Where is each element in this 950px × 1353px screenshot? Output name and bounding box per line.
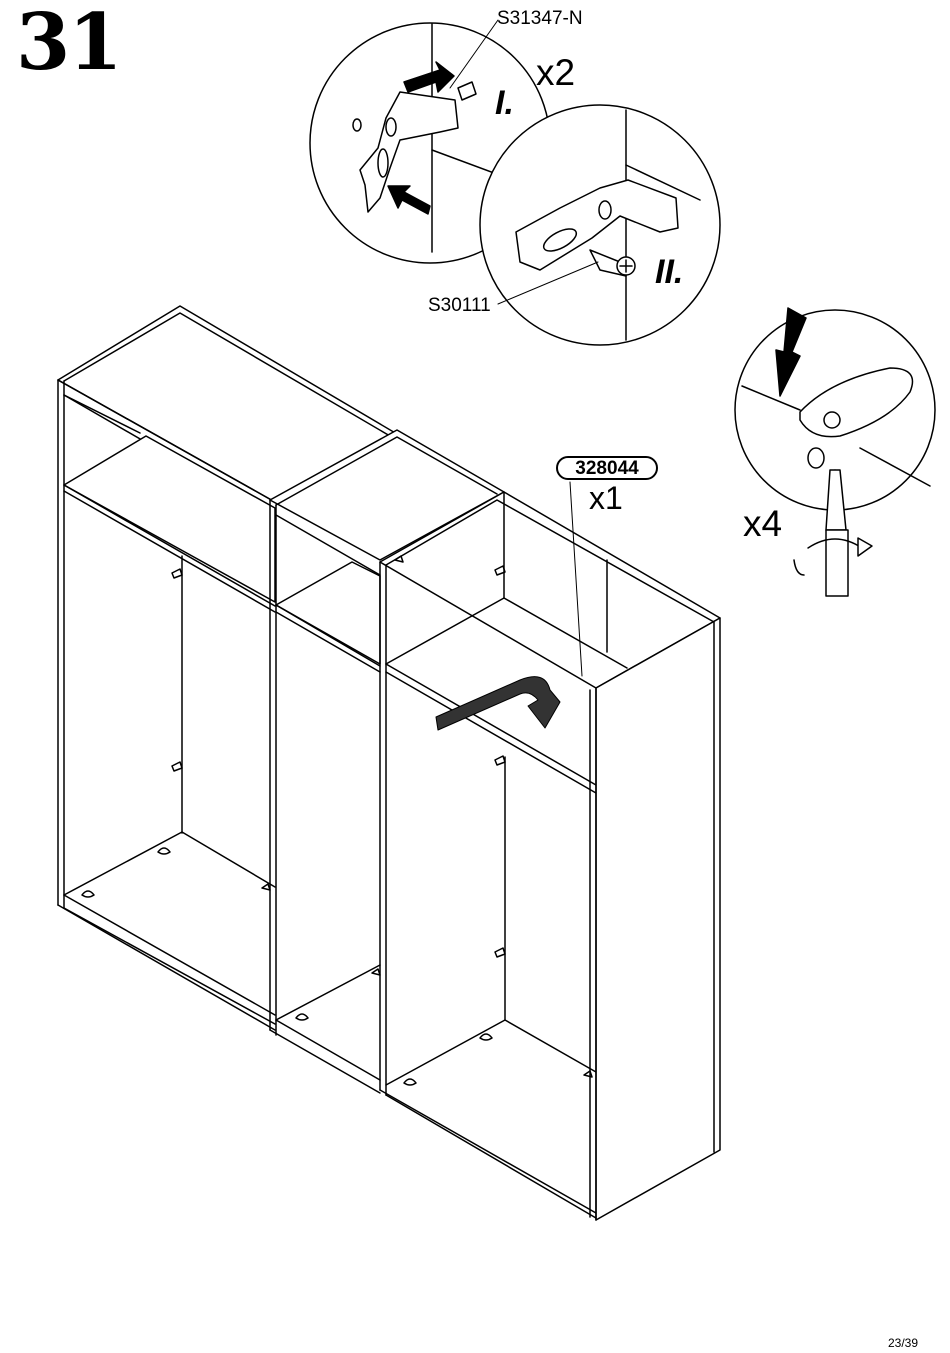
- page-number: 23/39: [888, 1337, 918, 1349]
- part-code-bracket: S31347-N: [497, 9, 583, 28]
- wardrobe-right-module: [380, 492, 720, 1220]
- part-code-screw: S30111: [428, 296, 491, 315]
- detail-circle-screwdriver: [735, 308, 935, 596]
- step-number: 31: [16, 4, 121, 82]
- substep-two-label: II.: [655, 255, 683, 289]
- bracket-quantity: x2: [536, 54, 575, 91]
- substep-one-label: I.: [495, 86, 514, 120]
- screw-quantity: x4: [743, 505, 782, 542]
- detail-circle-screw-fix: [480, 105, 720, 345]
- wardrobe-left-module: [58, 306, 397, 1030]
- shelf-part-badge: 328044: [556, 456, 658, 480]
- shelf-quantity: x1: [589, 482, 623, 514]
